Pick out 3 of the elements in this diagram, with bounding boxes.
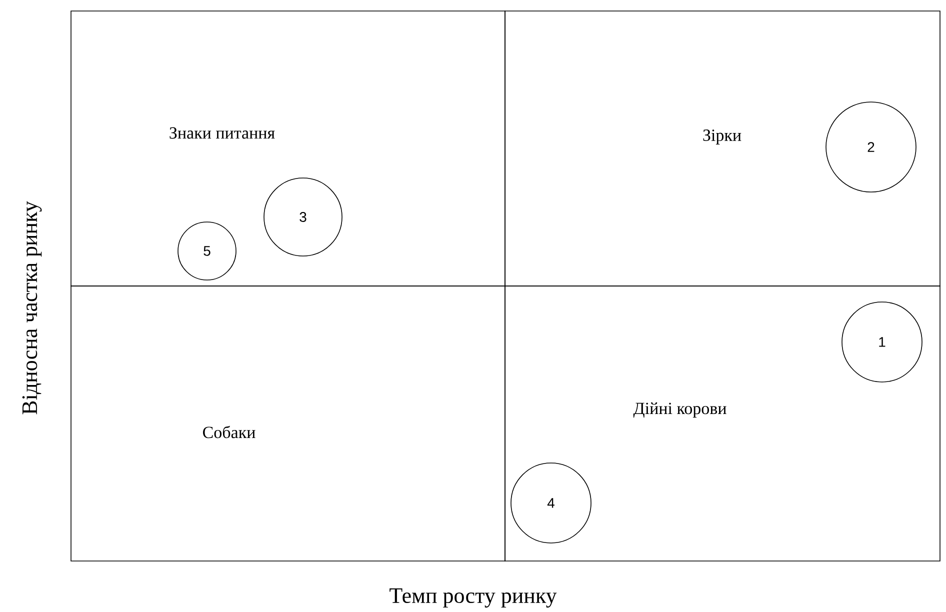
axis-title: Темп росту ринку	[390, 588, 557, 608]
axis-title: Відносна частка ринку	[22, 201, 42, 414]
quadrant-box: Собаки	[70, 286, 506, 562]
